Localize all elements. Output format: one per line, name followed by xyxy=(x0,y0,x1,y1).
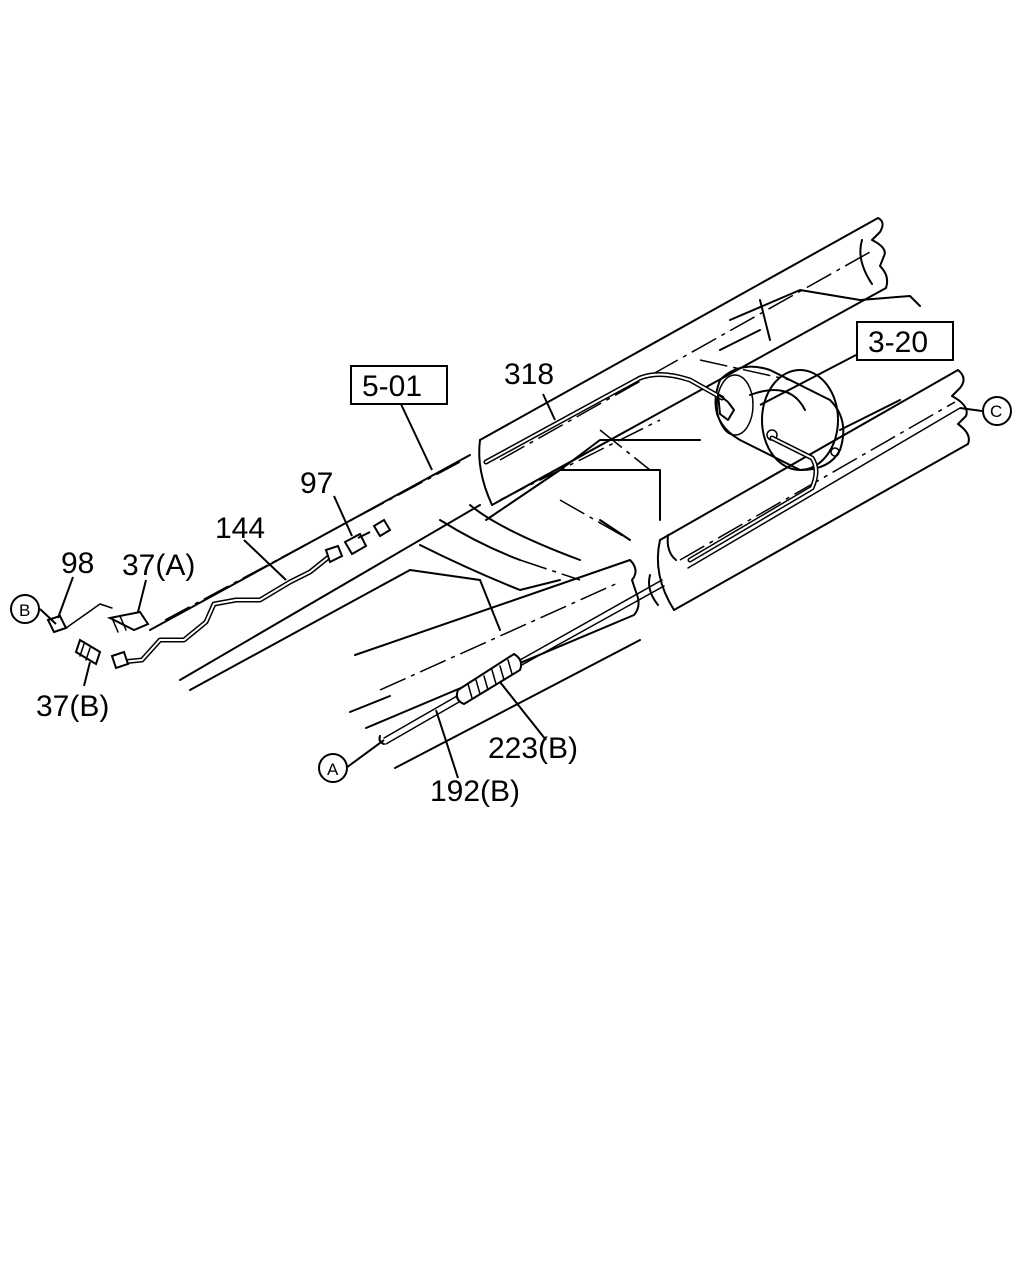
label-5-01: 5-01 xyxy=(362,370,422,403)
connector-a-label: A xyxy=(327,760,339,779)
connector-b-circle xyxy=(10,594,40,624)
front-pipe-192b xyxy=(378,579,665,745)
connector-a-circle xyxy=(318,753,348,783)
ref-box-3-20 xyxy=(856,321,954,361)
pipe-318 xyxy=(483,372,735,465)
label-37-a: 37(A) xyxy=(122,549,195,582)
leader-lines xyxy=(39,354,983,779)
label-37-b: 37(B) xyxy=(36,690,109,723)
label-144: 144 xyxy=(215,512,265,545)
connector-b-label: B xyxy=(19,601,30,620)
label-98: 98 xyxy=(61,547,94,580)
label-3-20: 3-20 xyxy=(868,326,928,359)
connector-markers: A B C xyxy=(10,396,1012,783)
connector-c-label: C xyxy=(990,402,1002,421)
label-318: 318 xyxy=(504,358,554,391)
pipe-from-tank-to-c xyxy=(687,407,961,569)
label-223-b: 223(B) xyxy=(488,732,578,765)
pipe-144 xyxy=(119,544,344,665)
label-97: 97 xyxy=(300,467,333,500)
air-tank xyxy=(714,365,845,471)
fittings xyxy=(46,518,392,670)
callouts: 318 3-20 5-01 97 144 98 37(A) 37(B) 223(… xyxy=(36,321,954,808)
label-192-b: 192(B) xyxy=(430,775,520,808)
ref-box-5-01 xyxy=(350,365,448,405)
chassis-frame xyxy=(149,217,970,769)
hose-223b xyxy=(455,652,523,706)
connector-c-circle xyxy=(982,396,1012,426)
